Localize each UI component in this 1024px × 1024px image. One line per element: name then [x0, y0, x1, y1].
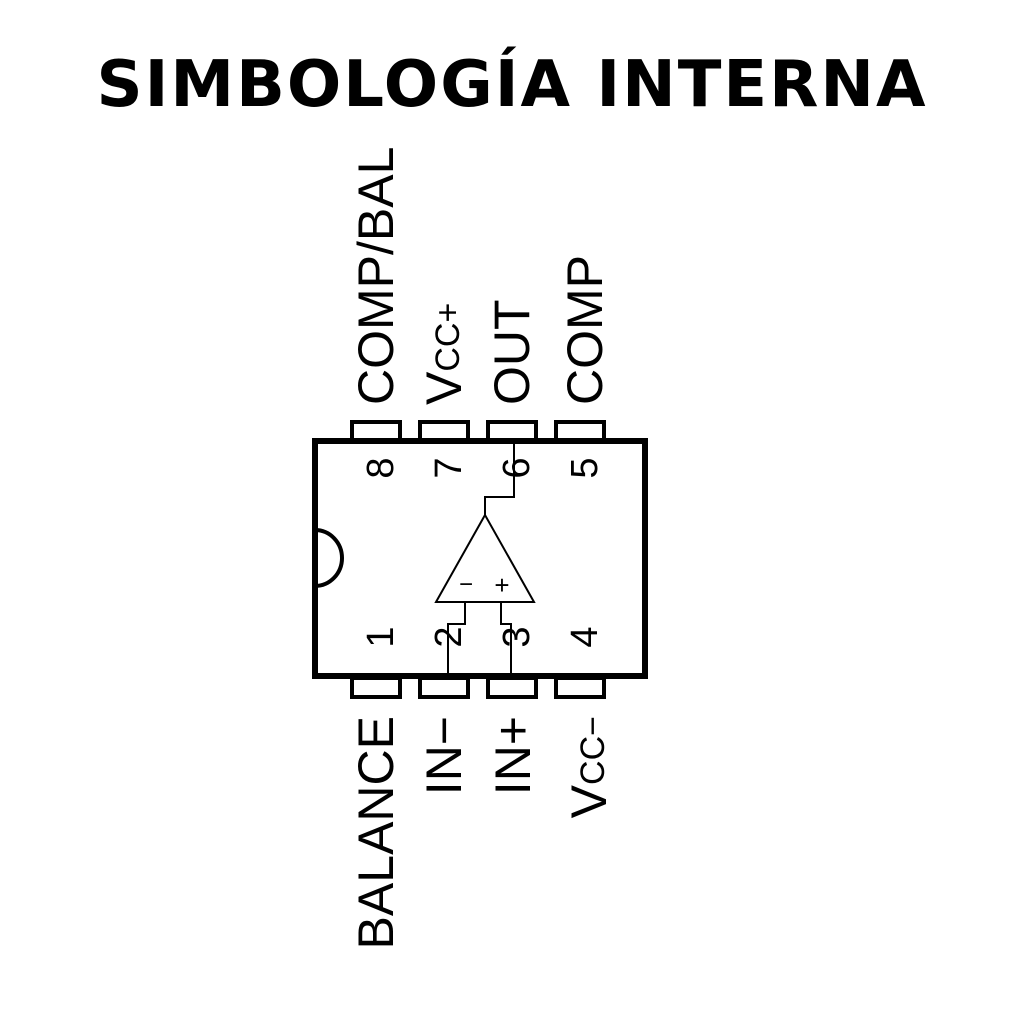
opamp-triangle-icon	[434, 512, 536, 603]
noninverting-input-wire	[500, 602, 512, 676]
pin-label-in-minus: IN−	[416, 716, 472, 795]
pin-number-6: 6	[496, 457, 538, 478]
pin-8	[350, 420, 402, 442]
pin-number-5: 5	[564, 457, 606, 478]
page-title: SIMBOLOGÍA INTERNA	[96, 48, 928, 122]
output-wire	[484, 440, 515, 515]
pin-number-2: 2	[428, 626, 470, 647]
inverting-input-wire	[447, 602, 466, 676]
pin-1	[350, 676, 402, 699]
pin-3	[486, 676, 538, 699]
package-notch	[314, 528, 344, 588]
pin-label-vcc-minus: VCC−	[561, 716, 617, 818]
pin-4	[554, 676, 606, 699]
pin-number-8: 8	[360, 457, 402, 478]
pin-label-in-plus: IN+	[485, 716, 541, 795]
pin-5	[554, 420, 606, 442]
minus-sign: −	[459, 571, 473, 598]
pin-2	[418, 676, 470, 699]
pin-number-3: 3	[496, 626, 538, 647]
pin-label-comp: COMP	[557, 255, 613, 405]
pin-label-out: OUT	[484, 299, 540, 405]
pin-label-vcc-plus: VCC+	[416, 303, 472, 405]
pin-7	[418, 420, 470, 442]
pin-6	[486, 420, 538, 442]
pin-label-balance: BALANCE	[348, 716, 404, 949]
pin-label-comp-bal: COMP/BAL	[348, 147, 404, 405]
pin-number-7: 7	[428, 457, 470, 478]
plus-sign: +	[494, 570, 509, 600]
pin-number-1: 1	[360, 626, 402, 647]
bottom-pins	[350, 676, 606, 699]
pin-number-4: 4	[564, 626, 606, 647]
top-pins	[350, 420, 606, 442]
